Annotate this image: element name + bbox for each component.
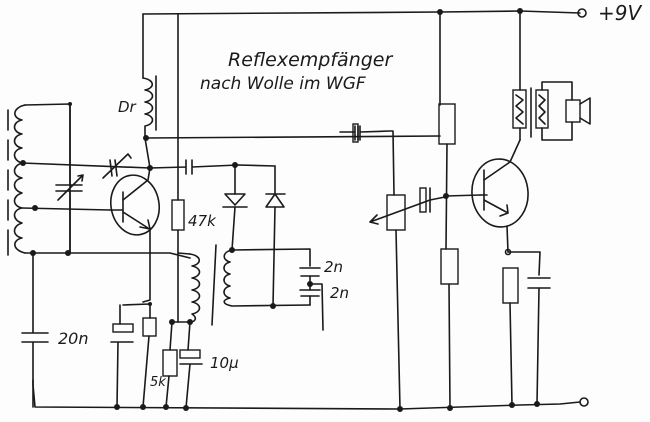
capacitor-20n: 20n bbox=[21, 252, 89, 408]
base-bias-line: 47k bbox=[171, 13, 217, 323]
detector-coupling-capacitor bbox=[149, 159, 276, 175]
supply-label: +9V bbox=[598, 1, 642, 25]
choke-label: Dr bbox=[118, 98, 137, 116]
output-emitter-rc bbox=[502, 251, 551, 406]
c-detector-1-label: 2n bbox=[324, 258, 343, 276]
choke-inductor: Dr bbox=[118, 13, 157, 171]
c-electrolytic-label: 10µ bbox=[210, 354, 239, 372]
resistor-5k: 5k bbox=[150, 321, 178, 408]
transformer-coil bbox=[169, 252, 201, 325]
positive-rail bbox=[142, 8, 587, 18]
potentiometer-icon bbox=[369, 194, 431, 410]
trimmer-capacitor-icon bbox=[102, 153, 132, 179]
c-detector-2-label: 2n bbox=[330, 284, 349, 302]
speaker-icon bbox=[565, 97, 591, 125]
audio-coupling-capacitor bbox=[339, 123, 395, 196]
r-emitter-label: 5k bbox=[150, 375, 166, 390]
collector-line bbox=[145, 135, 441, 139]
title-line-1: Reflexempfänger bbox=[228, 49, 393, 71]
npn-transistor-icon bbox=[109, 167, 161, 303]
capacitor-10u: 10µ bbox=[179, 321, 239, 409]
base-coupling-capacitor bbox=[419, 187, 446, 213]
emitter-decoupling bbox=[110, 302, 157, 408]
output-transistor bbox=[471, 139, 529, 256]
detector-coil bbox=[211, 244, 311, 326]
title-line-2: nach Wolle im WGF bbox=[200, 74, 366, 94]
detector-capacitors: 2n 2n bbox=[299, 258, 349, 331]
base-divider bbox=[438, 11, 481, 409]
c-ground-label: 20n bbox=[58, 329, 89, 348]
diode-icon bbox=[222, 164, 286, 307]
r-base-label: 47k bbox=[188, 212, 217, 230]
variable-capacitor-icon bbox=[55, 103, 84, 254]
transformer-icon bbox=[512, 10, 573, 141]
antenna-coil bbox=[7, 102, 191, 259]
